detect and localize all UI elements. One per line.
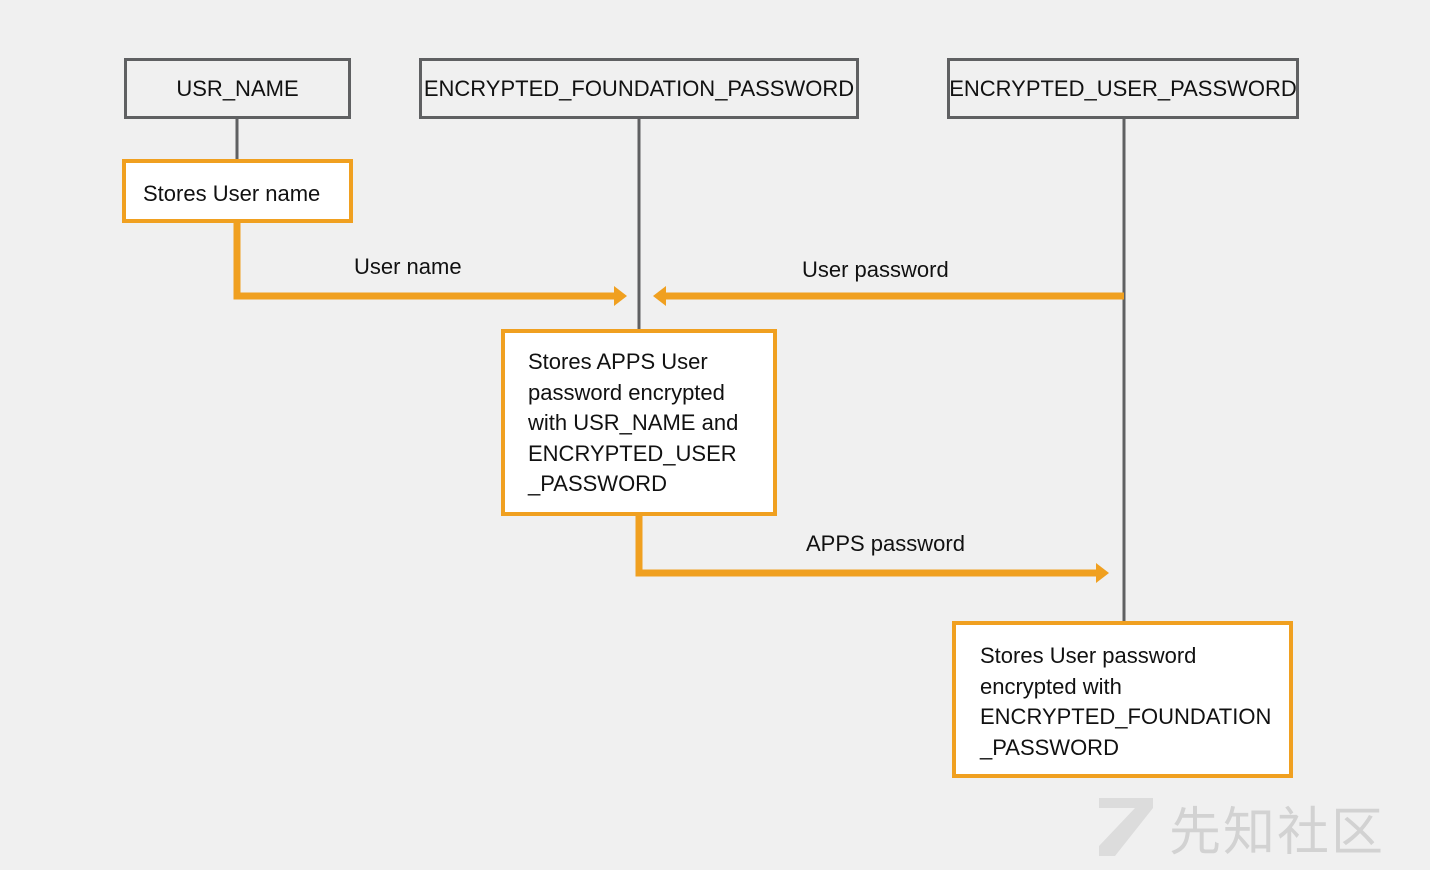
header-encrypted-foundation-password: ENCRYPTED_FOUNDATION_PASSWORD [419, 58, 859, 119]
note-line: Stores User name [143, 181, 321, 206]
note-stores-apps-user-password: Stores APPS User password encrypted with… [501, 329, 777, 516]
header-usr-name: USR_NAME [124, 58, 351, 119]
note-line: _PASSWORD [980, 734, 1119, 760]
note-line: ENCRYPTED_FOUNDATION [980, 704, 1272, 729]
header-encrypted-foundation-password-label: ENCRYPTED_FOUNDATION_PASSWORD [423, 75, 855, 101]
note-line: encrypted with [980, 673, 1122, 699]
logo-icon [1099, 798, 1153, 856]
arrow-apps-password [635, 514, 1098, 577]
note-stores-user-password: Stores User password encrypted with ENCR… [952, 621, 1293, 778]
note-line: _PASSWORD [528, 471, 667, 496]
note-line: ENCRYPTED_USER [528, 440, 737, 466]
message-label-apps-password: APPS password [806, 531, 965, 556]
note-line: Stores User password [980, 643, 1197, 668]
message-label-user-name: User name [354, 254, 462, 279]
arrowhead-apps-password [1096, 563, 1109, 583]
watermark: 先知社区 [1095, 792, 1386, 863]
arrowhead-user-name [614, 286, 627, 306]
note-stores-user-name: Stores User name [122, 159, 353, 223]
note-line: password encrypted [528, 379, 725, 405]
message-label-user-password: User password [802, 257, 949, 282]
watermark-text: 先知社区 [1169, 802, 1386, 863]
arrow-user-name [233, 222, 617, 300]
note-line: with USR_NAME and [528, 410, 739, 435]
header-encrypted-user-password-label: ENCRYPTED_USER_PASSWORD [949, 75, 1297, 101]
header-usr-name-label: USR_NAME [176, 75, 299, 101]
note-line: Stores APPS User [528, 349, 708, 374]
header-encrypted-user-password: ENCRYPTED_USER_PASSWORD [947, 58, 1299, 119]
arrowhead-user-password [653, 286, 666, 306]
